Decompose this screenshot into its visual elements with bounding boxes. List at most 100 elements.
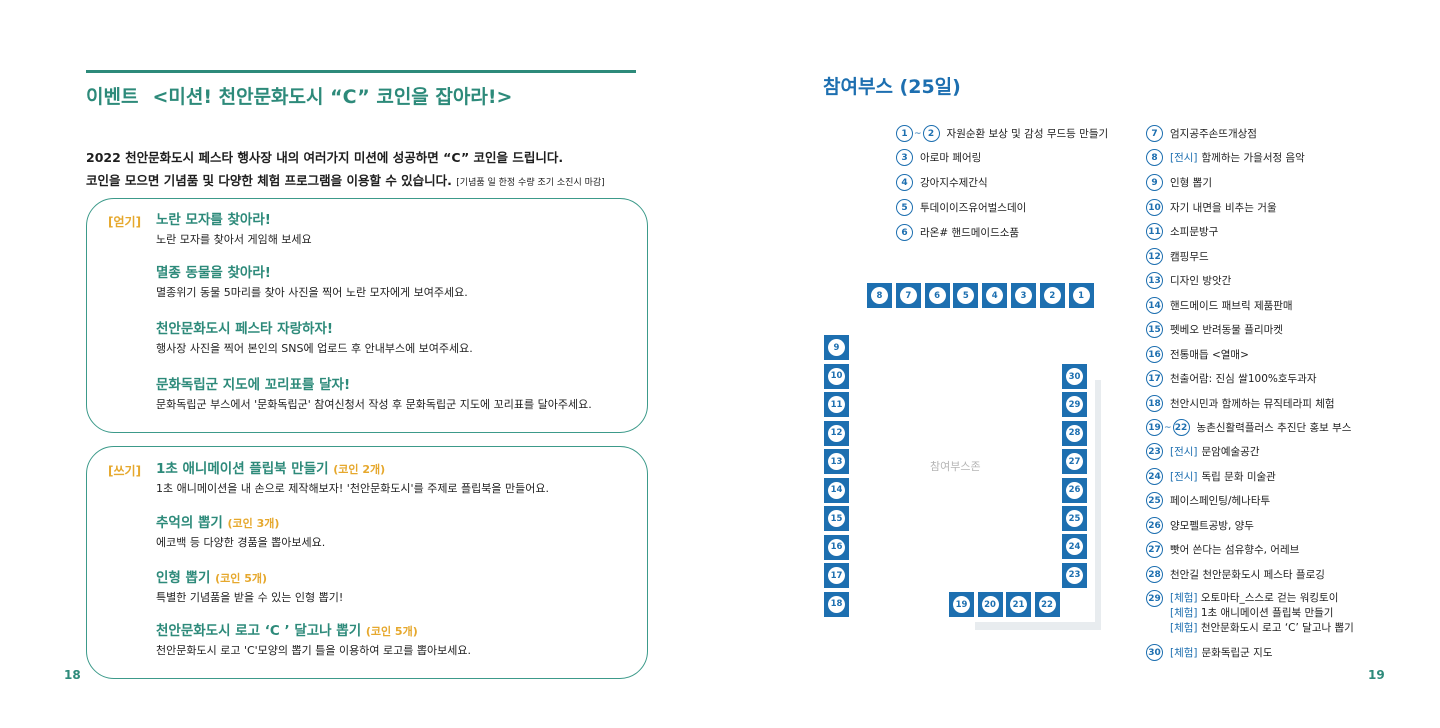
booth-map-cell: 27 [1062, 449, 1087, 475]
booth-map-number: 25 [1066, 510, 1083, 527]
booth-map-number: 23 [1066, 566, 1083, 584]
booth-map-cell: 20 [977, 592, 1003, 617]
booth-number-badge: 23 [1146, 443, 1163, 460]
mission-desc: 특별한 기념품을 받을 수 있는 인형 뽑기! [156, 591, 344, 604]
booth-map-number: 27 [1066, 453, 1083, 471]
mission-desc: 멸종위기 동물 5마리를 찾아 사진을 찍어 노란 모자에게 보여주세요. [156, 286, 468, 299]
booth-name: 양모펠트공방, 양두 [1170, 520, 1254, 532]
earn-tag: [얻기] [108, 215, 142, 229]
booth-map-cell: 22 [1034, 592, 1060, 617]
booth-map-cell: 1 [1068, 283, 1094, 308]
booth-zone-label: 참여부스존 [930, 460, 981, 473]
booth-map-cell: 2 [1039, 283, 1065, 308]
booth-name: 페이스페인팅/헤나타투 [1170, 495, 1271, 507]
booth-number-badge: 18 [1146, 395, 1163, 412]
mission-item: 1초 애니메이션 플립북 만들기 (코인 2개) 1초 애니메이션을 내 손으로… [156, 460, 549, 498]
mission-title: 문화독립군 지도에 꼬리표를 달자! [156, 377, 351, 393]
booth-name: 천출어람: 진심 쌀100%호두과자 [1170, 373, 1317, 385]
mission-item: 노란 모자를 찾아라! 노란 모자를 찾아서 게임해 보세요 [156, 211, 312, 249]
booth-map-number: 10 [828, 367, 845, 385]
booth-map-cell: 17 [824, 563, 849, 588]
booth-map-number: 8 [871, 287, 888, 304]
intro-line-2: 코인을 모으면 기념품 및 다양한 체험 프로그램을 이용할 수 있습니다. [… [86, 173, 605, 188]
booth-list-item: 18 천안시민과 함께하는 뮤직테라피 체험 [1146, 395, 1335, 412]
booth-line: [체험] 오토마타_스스로 걷는 워킹토이 [1170, 592, 1339, 604]
booth-list-item: 30[체험]문화독립군 지도 [1146, 644, 1272, 661]
booth-list-item: 9 인형 뽑기 [1146, 174, 1212, 191]
booth-map-cell: 29 [1062, 392, 1087, 418]
booth-map-cell: 24 [1062, 534, 1087, 560]
booth-map-number: 13 [828, 453, 845, 470]
booth-map-number: 24 [1066, 538, 1083, 556]
booth-number-badge: 13 [1146, 272, 1163, 289]
booth-map-number: 6 [928, 287, 946, 304]
booth-list-item: 25 페이스페인팅/헤나타투 [1146, 492, 1270, 509]
booth-map-cell: 11 [824, 392, 849, 417]
booth-map-number: 28 [1066, 424, 1083, 442]
booth-map-number: 17 [828, 567, 845, 584]
booth-number-badge: 25 [1146, 492, 1163, 509]
booth-number-badge: 15 [1146, 321, 1163, 338]
event-title: 이벤트 [86, 86, 139, 108]
booth-map-cell: 19 [949, 592, 974, 617]
booth-number-badge: 2 [922, 125, 940, 142]
booth-number-badge: 8 [1146, 149, 1163, 166]
mission-title: 노란 모자를 찾아라! [156, 212, 271, 228]
booth-number-badge: 24 [1146, 468, 1163, 485]
earn-missions-box [86, 198, 648, 433]
booth-list-item: 1~2 자원순환 보상 및 감성 무드등 만들기 [896, 125, 1108, 142]
booth-number-badge: 12 [1146, 248, 1163, 265]
mission-desc: 천안문화도시 로고 'C'모양의 뽑기 틀을 이용하여 로고를 뽑아보세요. [156, 644, 471, 657]
booth-map-cell: 4 [982, 283, 1008, 308]
mission-title: 1초 애니메이션 플립북 만들기 (코인 2개) [156, 461, 386, 477]
booth-category: [전시] [1170, 471, 1198, 483]
booth-number-badge: 22 [1172, 419, 1190, 436]
intro-text: 2022 천안문화도시 페스타 행사장 내의 여러가지 미션에 성공하면 “C”… [86, 146, 605, 195]
booth-number-badge: 29 [1146, 590, 1163, 607]
booth-map-number: 9 [828, 339, 845, 356]
booth-map-cell: 10 [824, 363, 849, 389]
booth-map-number: 5 [957, 287, 975, 304]
page-number-left: 18 [64, 668, 81, 682]
spend-missions-box [86, 446, 648, 679]
booth-name: 펫베오 반려동물 플리마켓 [1170, 324, 1283, 336]
booth-list-item: 5 투데이이즈유어벌스데이 [896, 199, 1026, 216]
booth-name: 엄지공주손뜨개상점 [1170, 128, 1257, 140]
booth-list-item: 29 [1146, 590, 1163, 607]
booth-map-number: 4 [986, 287, 1004, 304]
booth-name: 천안시민과 함께하는 뮤직테라피 체험 [1170, 398, 1335, 410]
booth-name: 디자인 방앗간 [1170, 275, 1232, 287]
booth-list-item: 13 디자인 방앗간 [1146, 272, 1231, 289]
mission-desc: 행사장 사진을 찍어 본인의 SNS에 업로드 후 안내부스에 보여주세요. [156, 342, 473, 355]
booth-map-cell: 26 [1062, 477, 1087, 503]
booth-name: 빳어 쓴다는 섬유향수, 어레브 [1170, 544, 1300, 556]
booth-name: 전통매듭 <열매> [1170, 349, 1249, 361]
map-shadow [975, 622, 1101, 630]
booth-name: 인형 뽑기 [1170, 177, 1212, 189]
mission-title: 멸종 동물을 찾아라! [156, 265, 271, 281]
booth-list-item: 24 [전시]독립 문화 미술관 [1146, 468, 1276, 485]
booth-map-number: 15 [828, 510, 845, 527]
booth-name: 라온# 핸드메이드소품 [920, 227, 1020, 239]
event-subtitle: <미션! 천안문화도시 “C” 코인을 잡아라!> [152, 86, 513, 108]
booth-map-number: 21 [1010, 596, 1027, 613]
booth-name: 독립 문화 미술관 [1201, 471, 1276, 483]
booth-line: [체험] 1초 애니메이션 플립북 만들기 [1170, 607, 1334, 619]
booth-map-number: 14 [828, 481, 845, 499]
booth-map-cell: 28 [1062, 420, 1087, 446]
booth-map-number: 20 [981, 596, 999, 613]
booth-name: 투데이이즈유어벌스데이 [920, 202, 1027, 214]
booth-map-number: 3 [1015, 287, 1032, 304]
booth-number-badge: 9 [1146, 174, 1163, 191]
booth-list-item: 6 라온# 핸드메이드소품 [896, 224, 1019, 241]
mission-desc: 1초 애니메이션을 내 손으로 제작해보자! '천안문화도시'를 주제로 플립북… [156, 482, 550, 495]
mission-item: 추억의 뽑기 (코인 3개) 에코백 등 다양한 경품을 뽑아보세요. [156, 514, 325, 552]
booth-map-cell: 13 [824, 449, 849, 474]
booth-map-number: 18 [828, 595, 845, 613]
booth-category: [체험] [1170, 647, 1198, 659]
